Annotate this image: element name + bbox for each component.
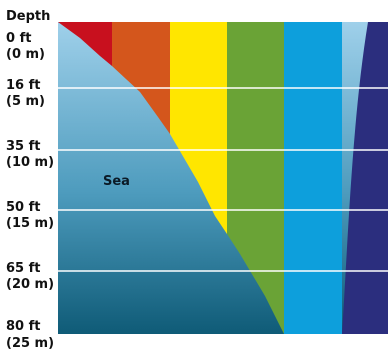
depth-marker-4-m: (20 m) <box>6 277 54 292</box>
depth-marker-5-m: (25 m) <box>6 336 54 351</box>
sea-label: Sea <box>103 174 130 189</box>
depth-marker-1-m: (5 m) <box>6 94 45 109</box>
band-yellow <box>170 22 227 234</box>
depth-marker-2-m: (10 m) <box>6 155 54 170</box>
depth-marker-3-m: (15 m) <box>6 216 54 231</box>
depth-marker-3-ft: 50 ft <box>6 200 41 215</box>
depth-marker-1-ft: 16 ft <box>6 78 41 93</box>
depth-marker-4-ft: 65 ft <box>6 261 41 276</box>
band-orange <box>112 22 170 134</box>
depth-marker-0-ft: 0 ft <box>6 31 31 46</box>
band-blue <box>284 22 342 334</box>
band-red <box>58 22 112 66</box>
depth-marker-2-ft: 35 ft <box>6 139 41 154</box>
depth-marker-0-m: (0 m) <box>6 47 45 62</box>
depth-marker-5-ft: 80 ft <box>6 319 41 334</box>
band-green <box>227 22 284 334</box>
band-indigo <box>342 22 388 334</box>
depth-axis-title: Depth <box>6 9 50 24</box>
